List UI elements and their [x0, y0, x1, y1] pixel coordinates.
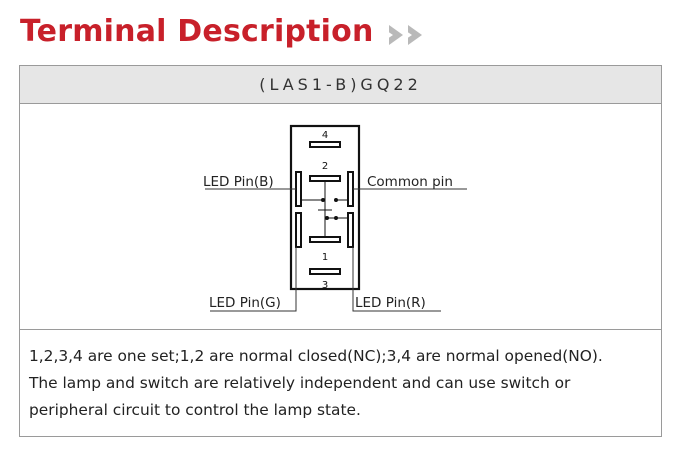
- pin-3-contact: [309, 268, 341, 275]
- common-contact: [347, 171, 354, 207]
- description-line: peripheral circuit to control the lamp s…: [29, 401, 361, 419]
- terminal-card: (LAS1-B)GQ22 4 2 1 3: [19, 65, 662, 437]
- pin-4-contact: [309, 141, 341, 148]
- led-r-contact: [347, 212, 354, 248]
- page-title: Terminal Description: [20, 14, 374, 49]
- terminal-dots: [321, 198, 338, 220]
- led-g-contact: [295, 212, 302, 248]
- leader-lines: [205, 188, 467, 312]
- pin-1-contact: [309, 236, 341, 243]
- terminal-diagram: 4 2 1 3 LED Pin(B) Common pin LED Pin(G)…: [203, 124, 467, 312]
- led-b-contact: [295, 171, 302, 207]
- common-pin-label: Common pin: [367, 174, 453, 190]
- led-pin-b-label: LED Pin(B): [203, 174, 274, 190]
- chevron-right-icon: [384, 25, 403, 45]
- led-pin-g-label: LED Pin(G): [209, 295, 281, 311]
- pin-number: 4: [322, 130, 328, 141]
- description-line: 1,2,3,4 are one set;1,2 are normal close…: [29, 347, 603, 365]
- led-pin-r-label: LED Pin(R): [355, 295, 426, 311]
- model-header: (LAS1-B)GQ22: [20, 66, 661, 104]
- internal-wiring: [302, 181, 347, 237]
- switch-housing: [289, 124, 361, 291]
- pin-2-contact: [309, 175, 341, 182]
- description-line: The lamp and switch are relatively indep…: [29, 374, 571, 392]
- pin-number: 3: [322, 280, 328, 291]
- description: 1,2,3,4 are one set;1,2 are normal close…: [20, 329, 661, 424]
- pin-number: 2: [322, 161, 328, 172]
- chevron-right-icon: [403, 25, 422, 45]
- pin-number: 1: [322, 252, 328, 263]
